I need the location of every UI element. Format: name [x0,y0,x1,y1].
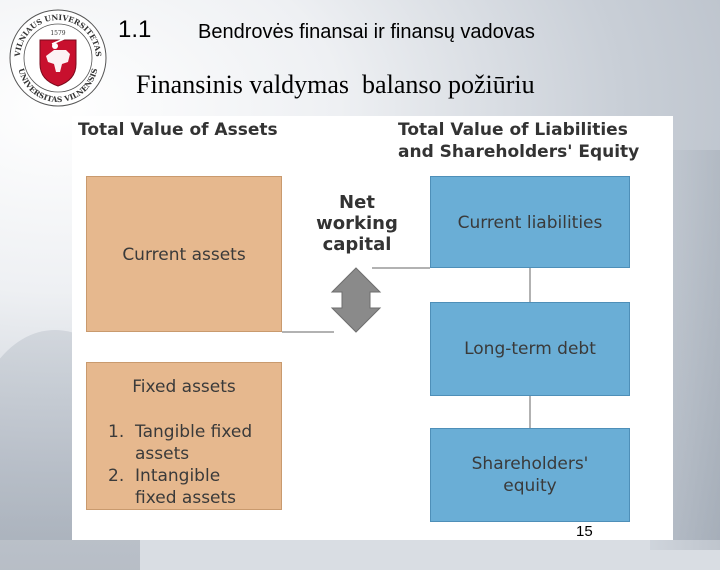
fixed-assets-title: Fixed assets [87,376,281,398]
course-title: Bendrovės finansai ir finansų vadovas [198,21,535,44]
net-working-capital-label: Net working capital [302,192,412,255]
shareholders-equity-box: Shareholders' equity [430,428,630,522]
balance-sheet-diagram: Total Value of Assets Total Value of Lia… [72,116,673,540]
current-liabilities-label: Current liabilities [431,212,629,234]
current-liabilities-box: Current liabilities [430,176,630,268]
double-arrow-icon [332,268,380,332]
page-number: 15 [576,523,593,540]
logo-year: 1579 [50,30,65,37]
current-assets-label: Current assets [87,244,281,266]
shareholders-equity-label: Shareholders' equity [431,453,629,497]
long-term-debt-label: Long-term debt [431,338,629,360]
university-logo-icon: VILNIAUS UNIVERSITETAS UNIVERSITAS VILNE… [8,8,108,108]
slide-title: Finansinis valdymas balanso požiūriu [136,70,535,100]
fixed-assets-item-1: 1. Tangible fixed assets [108,421,252,465]
current-assets-box: Current assets [86,176,282,332]
slide-number: 1.1 [118,16,151,44]
fixed-assets-box: Fixed assets 1. Tangible fixed assets 2.… [86,362,282,510]
long-term-debt-box: Long-term debt [430,302,630,396]
fixed-assets-item-2: 2. Intangible fixed assets [108,465,236,509]
